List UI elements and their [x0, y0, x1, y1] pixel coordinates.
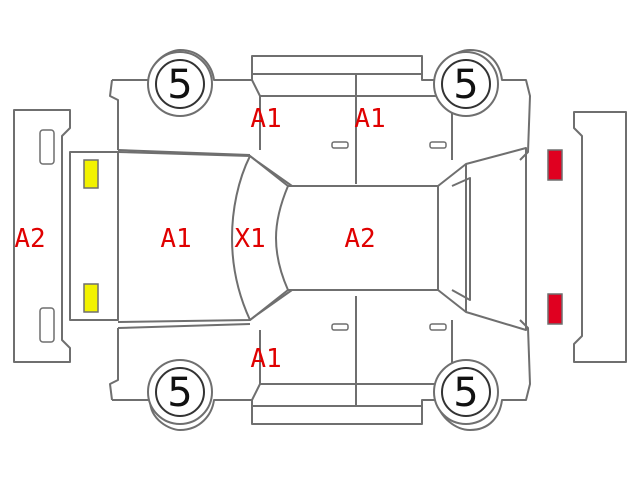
rear-bumper	[573, 111, 627, 363]
damage-roof: A2	[344, 224, 375, 254]
tire-front-right: 5	[147, 359, 213, 425]
left-headlight-icon	[83, 159, 99, 189]
tire-front-right-value: 5	[167, 370, 192, 416]
tire-front-left: 5	[147, 51, 213, 117]
tire-front-left-value: 5	[167, 62, 192, 108]
damage-front-door-top: A1	[250, 104, 281, 134]
tire-rear-right-value: 5	[453, 370, 478, 416]
car-body-top-view	[69, 147, 527, 331]
damage-windshield-pillar: X1	[234, 224, 265, 254]
right-headlight-icon	[83, 283, 99, 313]
front-bumper	[13, 109, 71, 363]
damage-rear-door-top: A1	[354, 104, 385, 134]
tire-rear-left-value: 5	[453, 62, 478, 108]
damage-hood: A1	[160, 224, 191, 254]
tire-rear-right: 5	[433, 359, 499, 425]
left-taillight-icon	[547, 149, 563, 181]
tire-rear-left: 5	[433, 51, 499, 117]
right-taillight-icon	[547, 293, 563, 325]
damage-front-door-bottom: A1	[250, 344, 281, 374]
damage-front-bumper: A2	[14, 224, 45, 254]
